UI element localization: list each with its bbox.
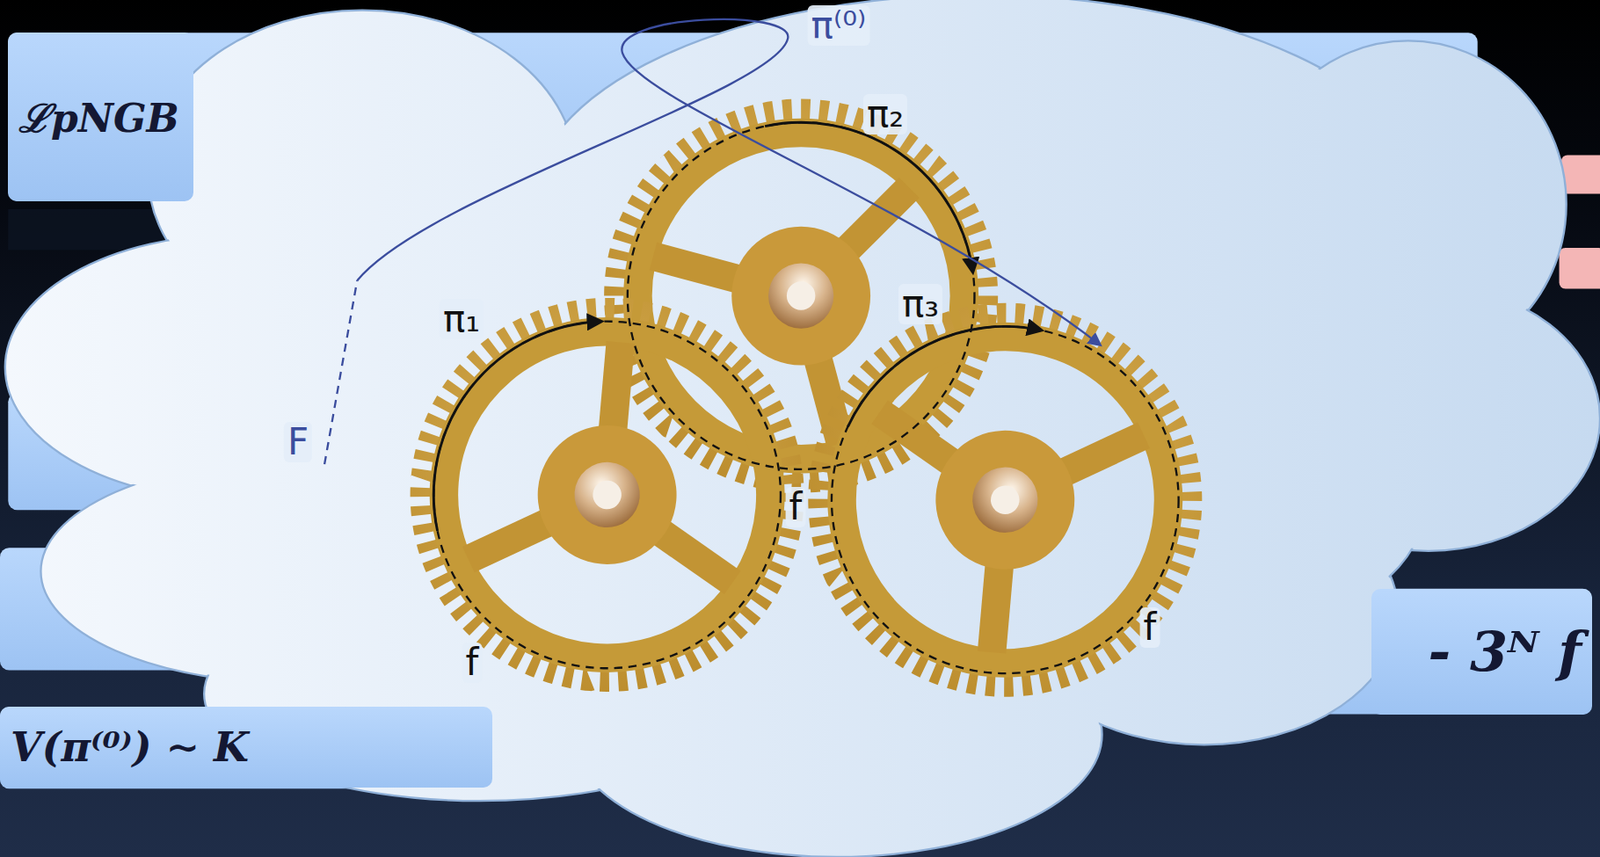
- field-label: π⁽⁰⁾: [807, 5, 871, 46]
- radius-label: f: [462, 642, 483, 684]
- radius-label: f: [785, 487, 807, 528]
- formula-text: - 3ᴺ f: [1428, 619, 1582, 684]
- lagrangian-box: ℒpNGB: [7, 32, 194, 202]
- gear-label: π₃: [898, 283, 943, 325]
- gear-label: π₁: [439, 298, 484, 340]
- scale-label: F: [283, 421, 313, 463]
- radius-label: f: [1140, 607, 1161, 648]
- formula-text: V(π⁽⁰⁾) ∼ K: [10, 723, 249, 771]
- potential-box: V(π⁽⁰⁾) ∼ K: [0, 706, 493, 788]
- scale-box: - 3ᴺ f: [1371, 589, 1593, 715]
- gear-label: π₂: [863, 94, 908, 135]
- formula-text: ℒpNGB: [18, 90, 180, 144]
